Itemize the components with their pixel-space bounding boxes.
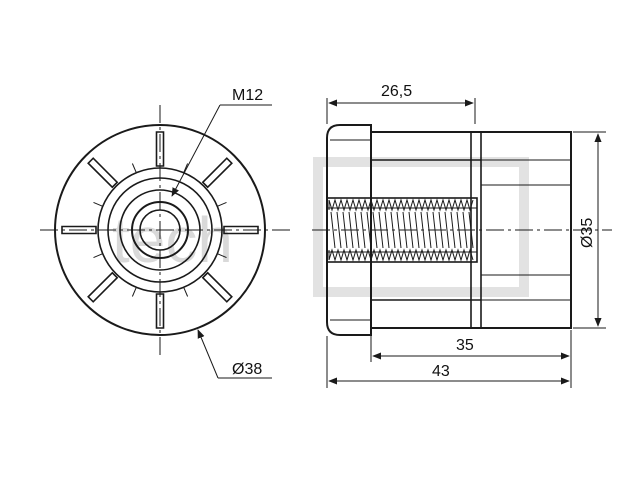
web-5 — [93, 201, 103, 207]
threaded-bore-outline — [326, 197, 478, 263]
web-3 — [131, 287, 137, 297]
thread-hatch-line — [378, 211, 384, 249]
dimension-body-diameter: Ø35 — [573, 131, 606, 329]
outer-diameter-label: Ø38 — [232, 361, 262, 378]
thread-hatch-line — [438, 211, 444, 249]
web-6 — [131, 163, 137, 173]
thread-hatch-line — [348, 211, 354, 249]
thread-hatch-line — [390, 211, 396, 249]
thread-hatch-line — [360, 211, 366, 249]
rib-3 — [155, 293, 165, 329]
thread-hatch-line — [402, 211, 408, 249]
boss-circle — [119, 189, 201, 271]
thread-hatch-line — [372, 211, 378, 249]
rib-4 — [87, 271, 119, 303]
thread-teeth-bottom — [328, 248, 474, 262]
thread-hatch-line — [354, 211, 360, 249]
thread-hatch-line — [426, 211, 432, 249]
thread-hatch-line — [444, 211, 450, 249]
thread-hatch-line — [366, 211, 372, 249]
front-view — [40, 105, 290, 355]
dimension-insert-length: 35 — [370, 330, 572, 362]
thread-hatching — [328, 198, 474, 262]
web-4 — [93, 253, 103, 259]
watermark-text: tech — [112, 204, 233, 276]
rib-1 — [223, 225, 259, 235]
thread-hatch-line — [420, 211, 426, 249]
bore-circle — [139, 209, 181, 251]
rib-2 — [201, 271, 233, 303]
rib-group — [61, 131, 259, 329]
web-8 — [217, 201, 227, 207]
thread-label: M12 — [232, 87, 263, 104]
thread-hatch-line — [396, 211, 402, 249]
thread-hatch-line — [468, 211, 474, 249]
total-length-label: 43 — [432, 363, 450, 380]
thread-hatch-line — [462, 211, 468, 249]
dimension-top-length: 26,5 — [326, 83, 476, 124]
thread-hatch-line — [336, 211, 342, 249]
thread-callout: M12 — [171, 87, 272, 197]
cap-flange-outline — [326, 124, 372, 336]
thread-hatch-line — [408, 211, 414, 249]
thread-leader-line — [171, 104, 221, 197]
dimension-total-length: 43 — [326, 336, 572, 388]
web-1 — [217, 253, 227, 259]
outer-diameter-callout: Ø38 — [197, 329, 272, 379]
thread-hatch-line — [456, 211, 462, 249]
outer-flange-circle — [54, 124, 266, 336]
insert-length-label: 35 — [456, 337, 474, 354]
rib-5 — [61, 225, 97, 235]
top-length-label: 26,5 — [381, 83, 412, 100]
thread-hatch-line — [330, 211, 336, 249]
thread-hatch-line — [342, 211, 348, 249]
thread-hatch-line — [432, 211, 438, 249]
side-view — [312, 124, 612, 336]
body-diameter-label: Ø35 — [579, 218, 596, 248]
thread-hatch-line — [414, 211, 420, 249]
thread-hatch-line — [450, 211, 456, 249]
hub-ring-circle — [107, 177, 213, 283]
rib-7 — [155, 131, 165, 167]
thread-teeth-top — [328, 198, 474, 212]
web-2 — [183, 287, 189, 297]
web-7 — [183, 163, 189, 173]
rib-6 — [87, 157, 119, 189]
watermark: tech — [112, 157, 529, 297]
thread-hatch-line — [384, 211, 390, 249]
thread-outer-circle — [131, 201, 189, 259]
outer-diameter-leader-line — [197, 329, 219, 379]
hub-outer-circle — [97, 167, 223, 293]
rib-8 — [201, 157, 233, 189]
